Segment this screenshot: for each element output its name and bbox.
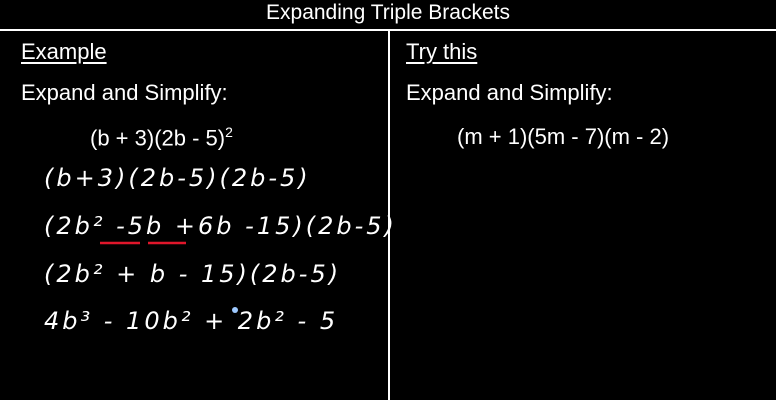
example-problem: (b + 3)(2b - 5)2	[90, 124, 233, 151]
lesson-title: Expanding Triple Brackets	[266, 1, 510, 24]
example-problem-base: (b + 3)(2b - 5)	[90, 125, 226, 151]
example-heading: Example	[21, 39, 107, 64]
try-this-instruction: Expand and Simplify:	[406, 80, 613, 105]
work-line-1: (b+3)(2b-5)(2b-5)	[44, 164, 311, 192]
example-instruction: Expand and Simplify:	[21, 80, 228, 105]
work-line-2: (2b² -5b +6b -15)(2b-5)	[44, 212, 397, 240]
pen-cursor	[232, 307, 238, 313]
work-line-3: (2b² + b - 15)(2b-5)	[44, 260, 341, 288]
try-this-problem: (m + 1)(5m - 7)(m - 2)	[457, 124, 670, 149]
column-divider	[388, 30, 390, 400]
try-this-heading: Try this	[406, 39, 478, 64]
handwritten-working: (b+3)(2b-5)(2b-5) (2b² -5b +6b -15)(2b-5…	[44, 164, 394, 335]
example-problem-exponent: 2	[225, 124, 233, 140]
work-line-4: 4b³ - 10b² + 2b² - 5	[44, 307, 338, 335]
